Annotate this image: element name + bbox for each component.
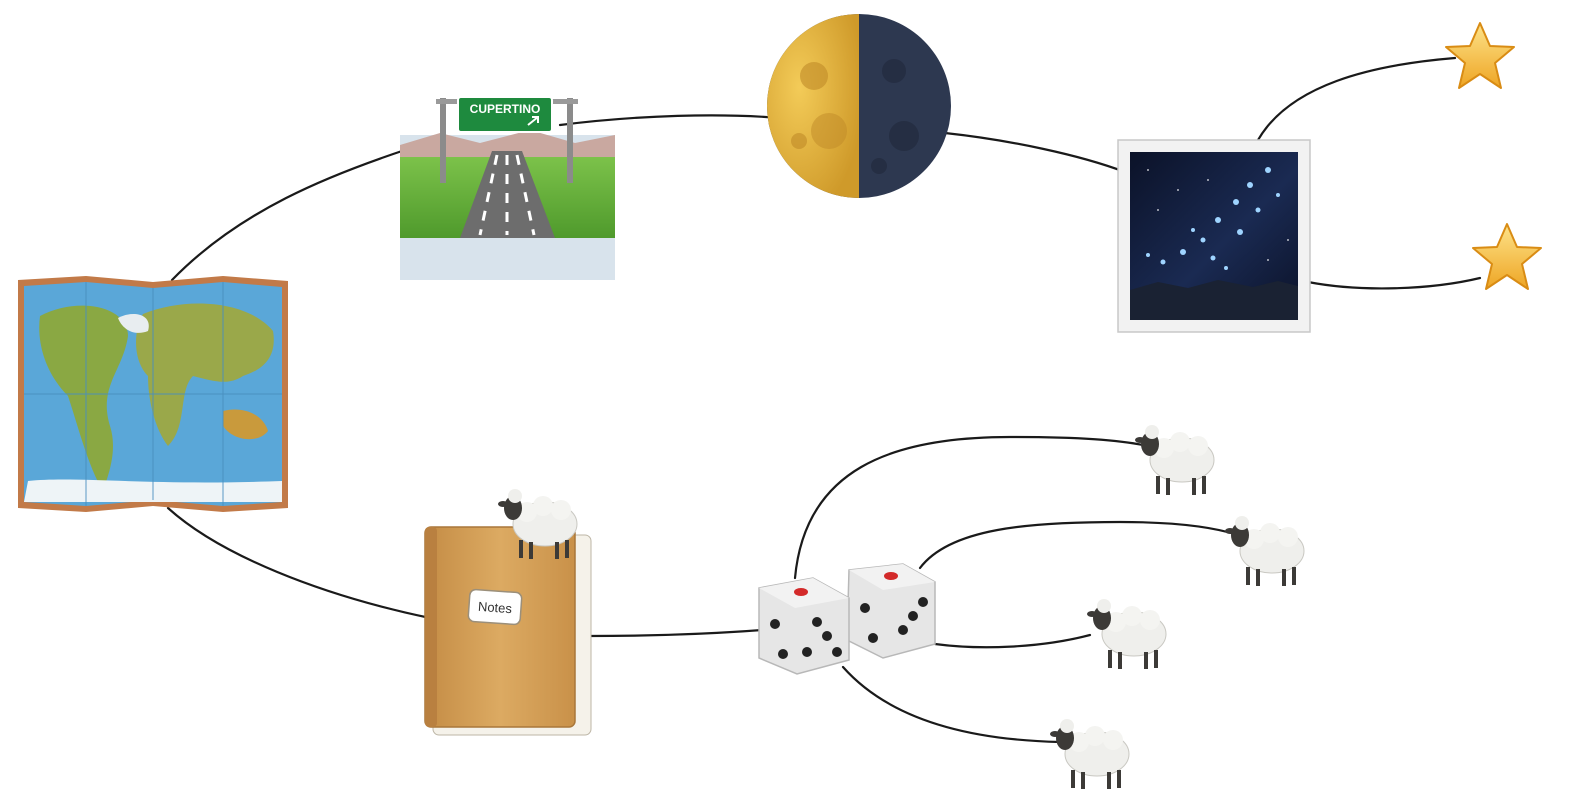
sheep-icon (1224, 515, 1305, 587)
connector-lines (166, 56, 1482, 744)
star-icon (1445, 22, 1515, 89)
first-quarter-moon-icon (767, 14, 951, 198)
world-map-icon (18, 276, 288, 512)
edge-dice-sheep3 (933, 633, 1092, 649)
edge-nightsky-star2 (1306, 276, 1482, 290)
edge-nightsky-star1 (1256, 56, 1457, 142)
edge-moon-nightsky (943, 131, 1127, 174)
edge-map-notebook (166, 506, 432, 620)
sheep-icon (1134, 424, 1215, 496)
notebook-icon: Notes (424, 526, 592, 736)
sheep-icon (1049, 718, 1130, 790)
star-icon (1472, 223, 1542, 290)
motorway-icon: CUPERTINO (400, 96, 615, 280)
edge-dice-sheep2 (918, 520, 1240, 570)
edge-highway-moon (558, 114, 782, 127)
edge-notebook-dice (586, 628, 764, 638)
edge-dice-sheep4 (841, 665, 1062, 744)
dice-icon (758, 563, 936, 675)
milky-way-icon (1117, 139, 1311, 333)
notebook-label: Notes (477, 599, 512, 616)
highway-sign-text: CUPERTINO (470, 102, 541, 116)
edge-map-highway (170, 148, 407, 282)
sheep-icon (1086, 598, 1167, 670)
edge-dice-sheep1 (793, 435, 1150, 580)
